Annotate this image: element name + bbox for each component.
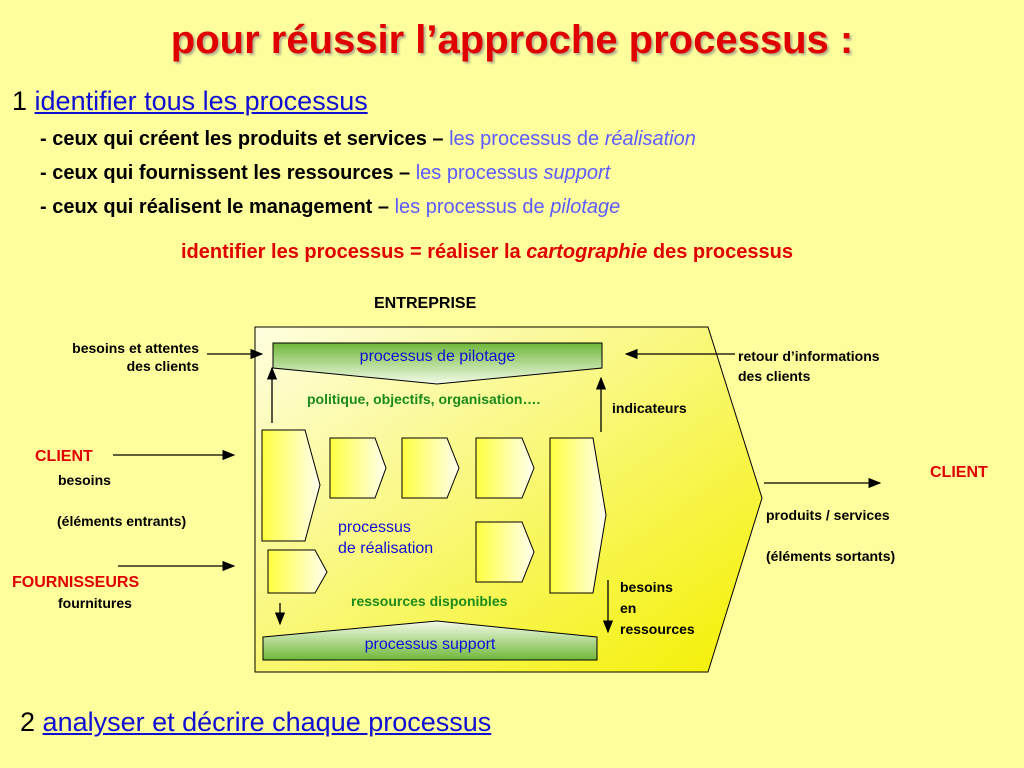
bullet-italic: pilotage [550, 196, 621, 218]
bullet-colored: les processus de [394, 196, 545, 218]
besoins-ressources-label: besoins en ressources [620, 577, 695, 640]
process-box-3 [401, 437, 460, 499]
client-right-label: CLIENT [930, 464, 988, 481]
bullet-colored: les processus [415, 162, 538, 184]
bullet-prefix: - ceux qui réalisent le management – [40, 196, 390, 218]
pilotage-label: processus de pilotage [359, 348, 516, 365]
support-label: processus support [364, 636, 496, 653]
indicateurs-label: indicateurs [612, 400, 687, 416]
besoins-attentes-label: besoins et attentes des clients [20, 339, 199, 375]
besoins-attentes-line-1: besoins et attentes [72, 340, 199, 356]
page-title: pour réussir l’approche processus : [170, 18, 854, 62]
section-2-number: 2 [20, 707, 36, 737]
process-box-1 [261, 429, 321, 542]
realisation-line-1: processus [338, 519, 411, 536]
fournitures-label: fournitures [58, 595, 132, 611]
ressources-disponibles-label: ressources disponibles [351, 593, 508, 609]
process-box-4 [475, 437, 535, 499]
bullet-support: - ceux qui fournissent les ressources – … [40, 162, 610, 185]
process-box-6 [549, 437, 607, 594]
process-box-2 [329, 437, 387, 499]
elements-sortants-label: (éléments sortants) [766, 548, 896, 564]
cartography-italic: cartographie [526, 241, 648, 263]
process-box-5 [475, 521, 535, 583]
besoins-ressources-line-1: besoins [620, 579, 673, 595]
bullet-realisation: - ceux qui créent les produits et servic… [40, 128, 696, 151]
realisation-line-2: de réalisation [338, 540, 434, 557]
realisation-label: processus de réalisation [338, 517, 433, 559]
bullet-italic: support [543, 162, 611, 184]
client-left-label: CLIENT [35, 448, 93, 465]
bullet-prefix: - ceux qui fournissent les ressources – [40, 162, 411, 184]
besoins-ressources-line-2: en [620, 600, 637, 616]
section-1-number: 1 [12, 86, 28, 116]
support-band [262, 620, 598, 661]
bullet-colored: les processus de [449, 128, 600, 150]
pilotage-band [272, 342, 603, 385]
politique-label: politique, objectifs, organisation…. [307, 391, 541, 407]
besoins-ressources-line-3: ressources [620, 621, 695, 637]
process-box-7 [267, 549, 328, 594]
entreprise-label: ENTREPRISE [374, 295, 477, 312]
retour-label: retour d’informations des clients [738, 346, 880, 386]
section-2-heading: 2 analyser et décrire chaque processus [20, 707, 491, 738]
elements-entrants-label: (éléments entrants) [57, 513, 187, 529]
retour-line-1: retour d’informations [738, 348, 880, 364]
bullet-pilotage: - ceux qui réalisent le management – les… [40, 196, 620, 219]
bullet-italic: réalisation [604, 128, 696, 150]
besoins-label: besoins [58, 472, 111, 488]
bullet-prefix: - ceux qui créent les produits et servic… [40, 128, 444, 150]
section-2-title: analyser et décrire chaque processus [42, 707, 492, 737]
section-1-heading: 1 identifier tous les processus [12, 86, 368, 117]
produits-services-label: produits / services [766, 507, 890, 523]
cartography-statement: identifier les processus = réaliser la c… [0, 241, 974, 264]
cartography-after: des processus [652, 241, 793, 263]
fournisseurs-label: FOURNISSEURS [12, 574, 140, 591]
besoins-attentes-line-2: des clients [126, 358, 199, 374]
entreprise-shape [254, 326, 763, 673]
retour-line-2: des clients [738, 368, 811, 384]
section-1-title: identifier tous les processus [34, 86, 368, 116]
cartography-before: identifier les processus = réaliser la [181, 241, 521, 263]
